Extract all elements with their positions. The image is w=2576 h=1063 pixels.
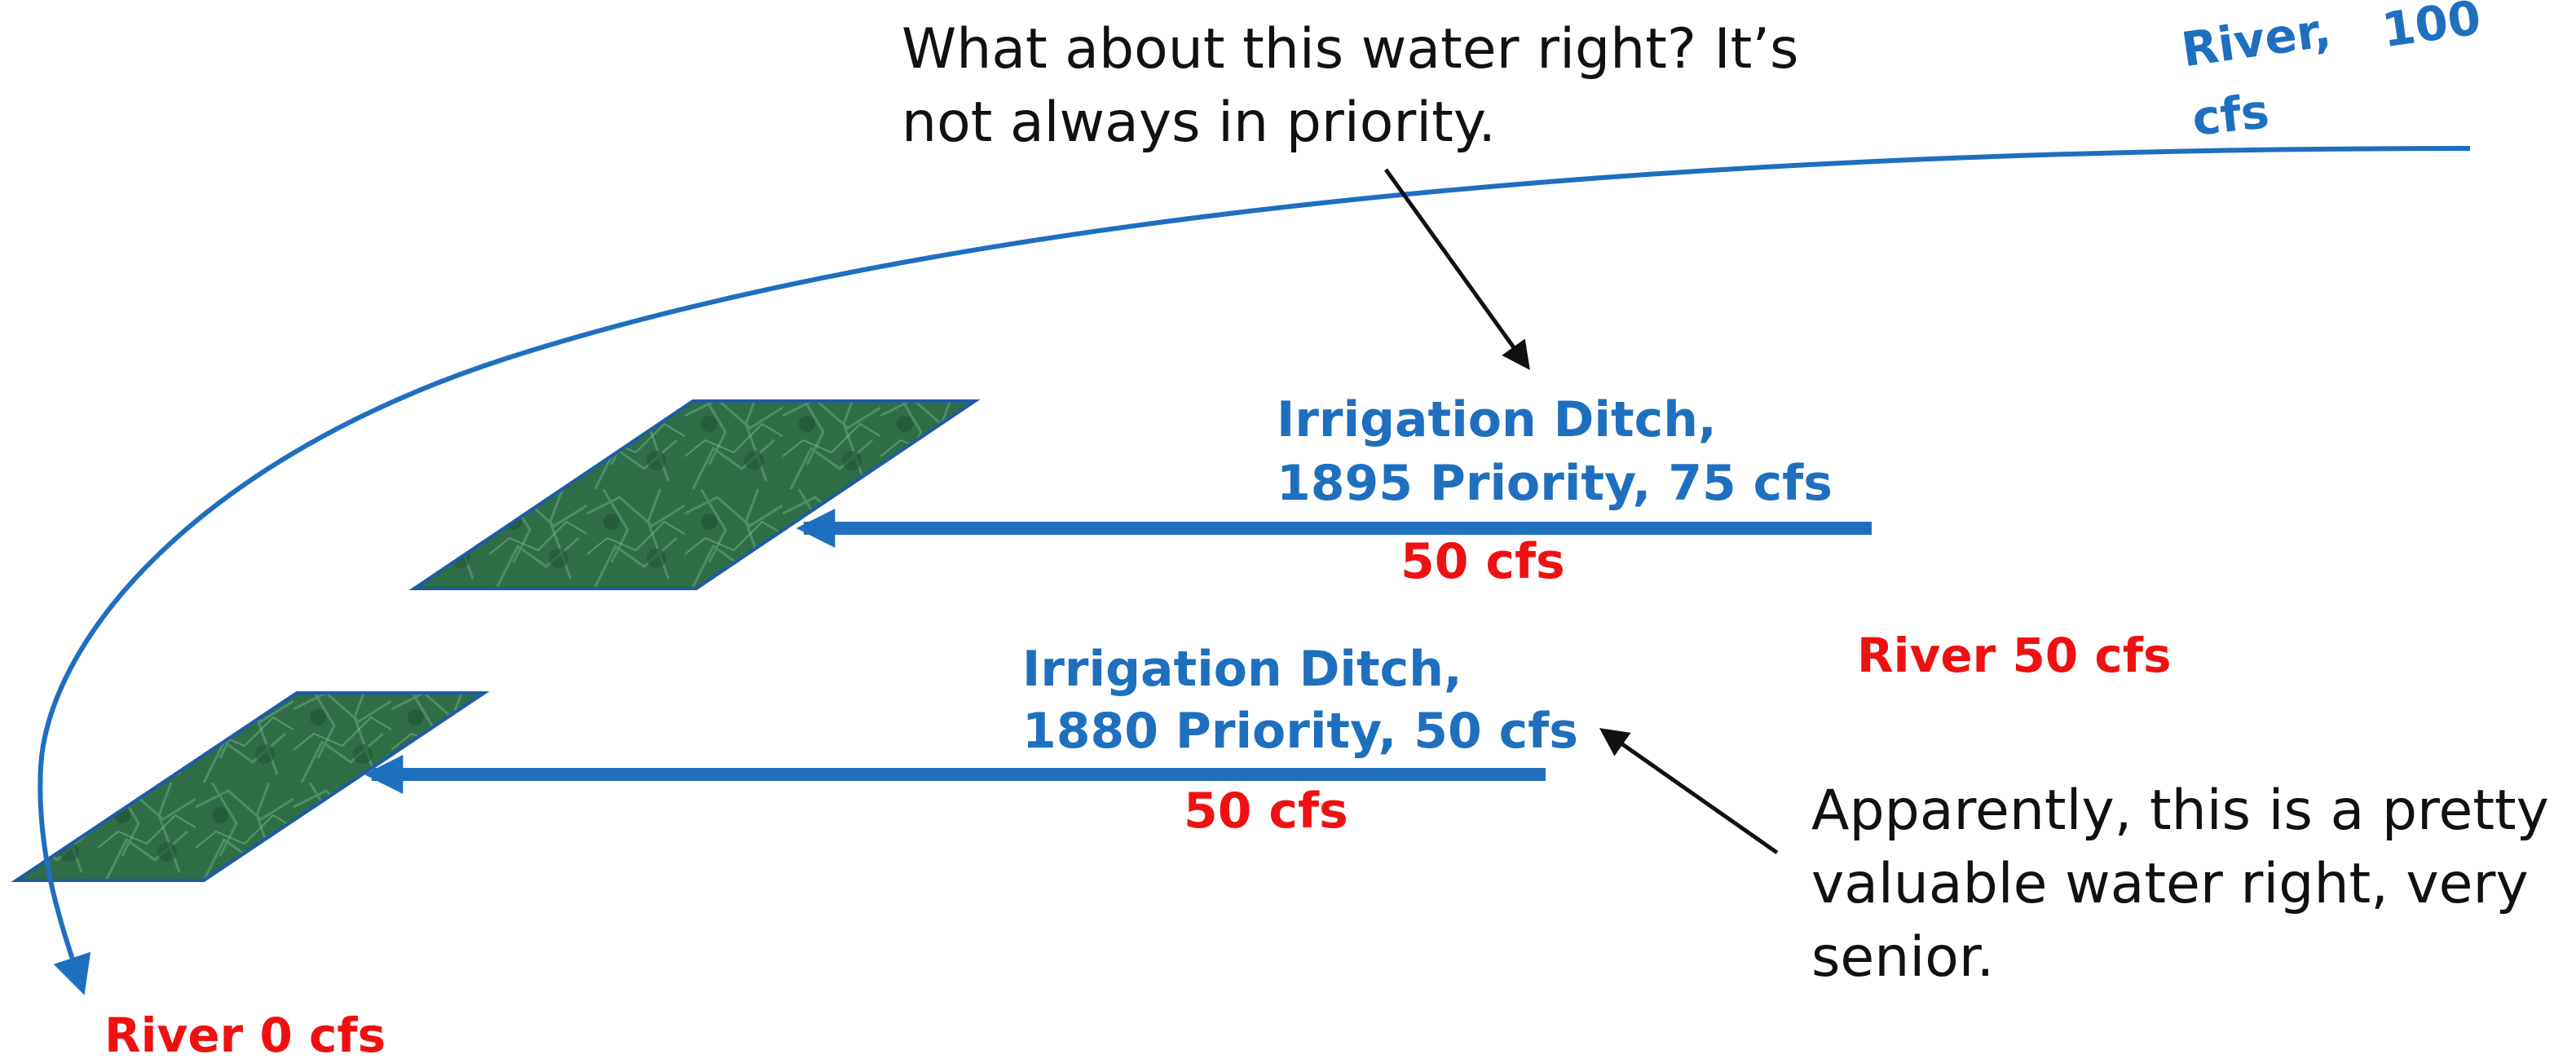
senior-right-note-line-3: senior. [1811,925,1995,990]
junior-right-pointer-arrow [1383,168,1530,371]
junior-right-question: What about this water right? It’s not al… [902,13,1798,160]
senior-right-note: Apparently, this is a pretty valuable wa… [1811,774,2549,995]
river-channel [37,146,2471,995]
senior-right-pointer-arrow [1599,728,1779,855]
ditch-1895-name: Irrigation Ditch, [1277,391,1717,448]
river-flow-after-second-diversion: River 0 cfs [104,1008,386,1063]
crop-field-icon [11,691,490,882]
junior-right-question-line-1: What about this water right? It’s [902,17,1799,82]
crop-field-icon [408,399,981,590]
ditch-1895-detail: 1895 Priority, 75 cfs [1277,455,1833,512]
ditch-1895-actual-flow: 50 cfs [1400,533,1565,590]
ditch-1880-name: Irrigation Ditch, [1022,641,1462,698]
senior-right-note-line-1: Apparently, this is a pretty [1811,779,2549,843]
junior-right-question-line-2: not always in priority. [902,90,1497,155]
river-label-unit: cfs [2190,83,2272,147]
ditch-1880-detail: 1880 Priority, 50 cfs [1022,703,1578,760]
senior-right-note-line-2: valuable water right, very [1811,852,2529,916]
ditch-1880-actual-flow: 50 cfs [1184,783,1348,840]
river-flow-after-first-diversion: River 50 cfs [1857,628,2172,683]
